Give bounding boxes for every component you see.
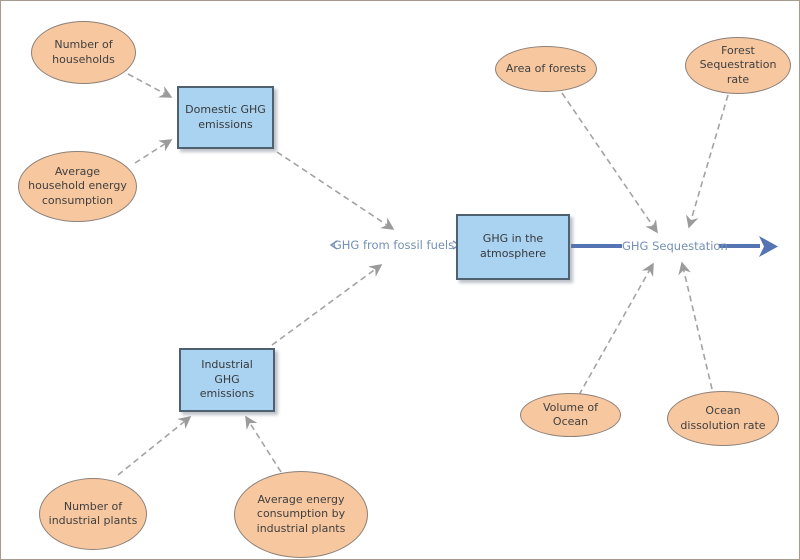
- edge-ocean-rate-to-sequestation: [678, 261, 713, 390]
- flow-label-text: GHG from fossil fuels: [332, 238, 455, 252]
- stock-domestic-ghg-emissions[interactable]: Domestic GHG emissions: [177, 86, 274, 149]
- edge-ocean-to-sequestation: [578, 262, 654, 396]
- edge-forests-to-sequestation: [561, 92, 658, 234]
- edge-domestic-to-fossil-flow: [276, 151, 395, 230]
- flow-endpoint-marker-left: [329, 240, 338, 250]
- variable-number-of-households[interactable]: Number of households: [31, 21, 136, 84]
- stock-label: Domestic GHG emissions: [185, 102, 266, 131]
- variable-average-energy-consumption-by-industrial-plants[interactable]: Average energy consumption by industrial…: [234, 471, 368, 558]
- edge-industrial-to-fossil-flow: [271, 264, 383, 346]
- flow-label-text: GHG Sequestation: [622, 239, 728, 253]
- flow-arrowhead: [759, 236, 778, 257]
- variable-label: Number of industrial plants: [48, 499, 138, 527]
- variable-ocean-dissolution-rate[interactable]: Ocean dissolution rate: [667, 391, 779, 446]
- edge-avg-household-to-domestic: [134, 139, 173, 164]
- stock-label: Industrial GHG emissions: [199, 357, 255, 401]
- edge-avg-industrial-to-industrial: [245, 415, 282, 473]
- edge-plants-to-industrial: [117, 415, 192, 476]
- variable-label: Average household energy consumption: [28, 165, 127, 207]
- variable-label: Area of forests: [505, 61, 587, 75]
- edge-forest-rate-to-sequestation: [686, 94, 729, 229]
- edge-households-to-domestic: [127, 73, 173, 98]
- variable-forest-sequestration-rate[interactable]: Forest Sequestration rate: [685, 37, 791, 94]
- variable-label: Ocean dissolution rate: [680, 404, 766, 432]
- variable-volume-of-ocean[interactable]: Volume of Ocean: [520, 393, 621, 437]
- variable-area-of-forests[interactable]: Area of forests: [495, 46, 597, 92]
- variable-label: Forest Sequestration rate: [699, 44, 777, 86]
- variable-label: Number of households: [52, 38, 115, 66]
- stock-industrial-ghg-emissions[interactable]: Industrial GHG emissions: [179, 348, 275, 412]
- flow-ghg-sequestation[interactable]: GHG Sequestation: [622, 239, 728, 253]
- stock-label: GHG in the atmosphere: [480, 232, 546, 260]
- variable-label: Average energy consumption by industrial…: [256, 493, 346, 535]
- stock-ghg-in-the-atmosphere[interactable]: GHG in the atmosphere: [456, 214, 570, 280]
- variable-label: Volume of Ocean: [542, 400, 598, 428]
- variable-average-household-energy-consumption[interactable]: Average household energy consumption: [18, 151, 137, 222]
- flow-ghg-from-fossil-fuels[interactable]: GHG from fossil fuels: [331, 238, 456, 252]
- variable-number-of-industrial-plants[interactable]: Number of industrial plants: [39, 478, 147, 550]
